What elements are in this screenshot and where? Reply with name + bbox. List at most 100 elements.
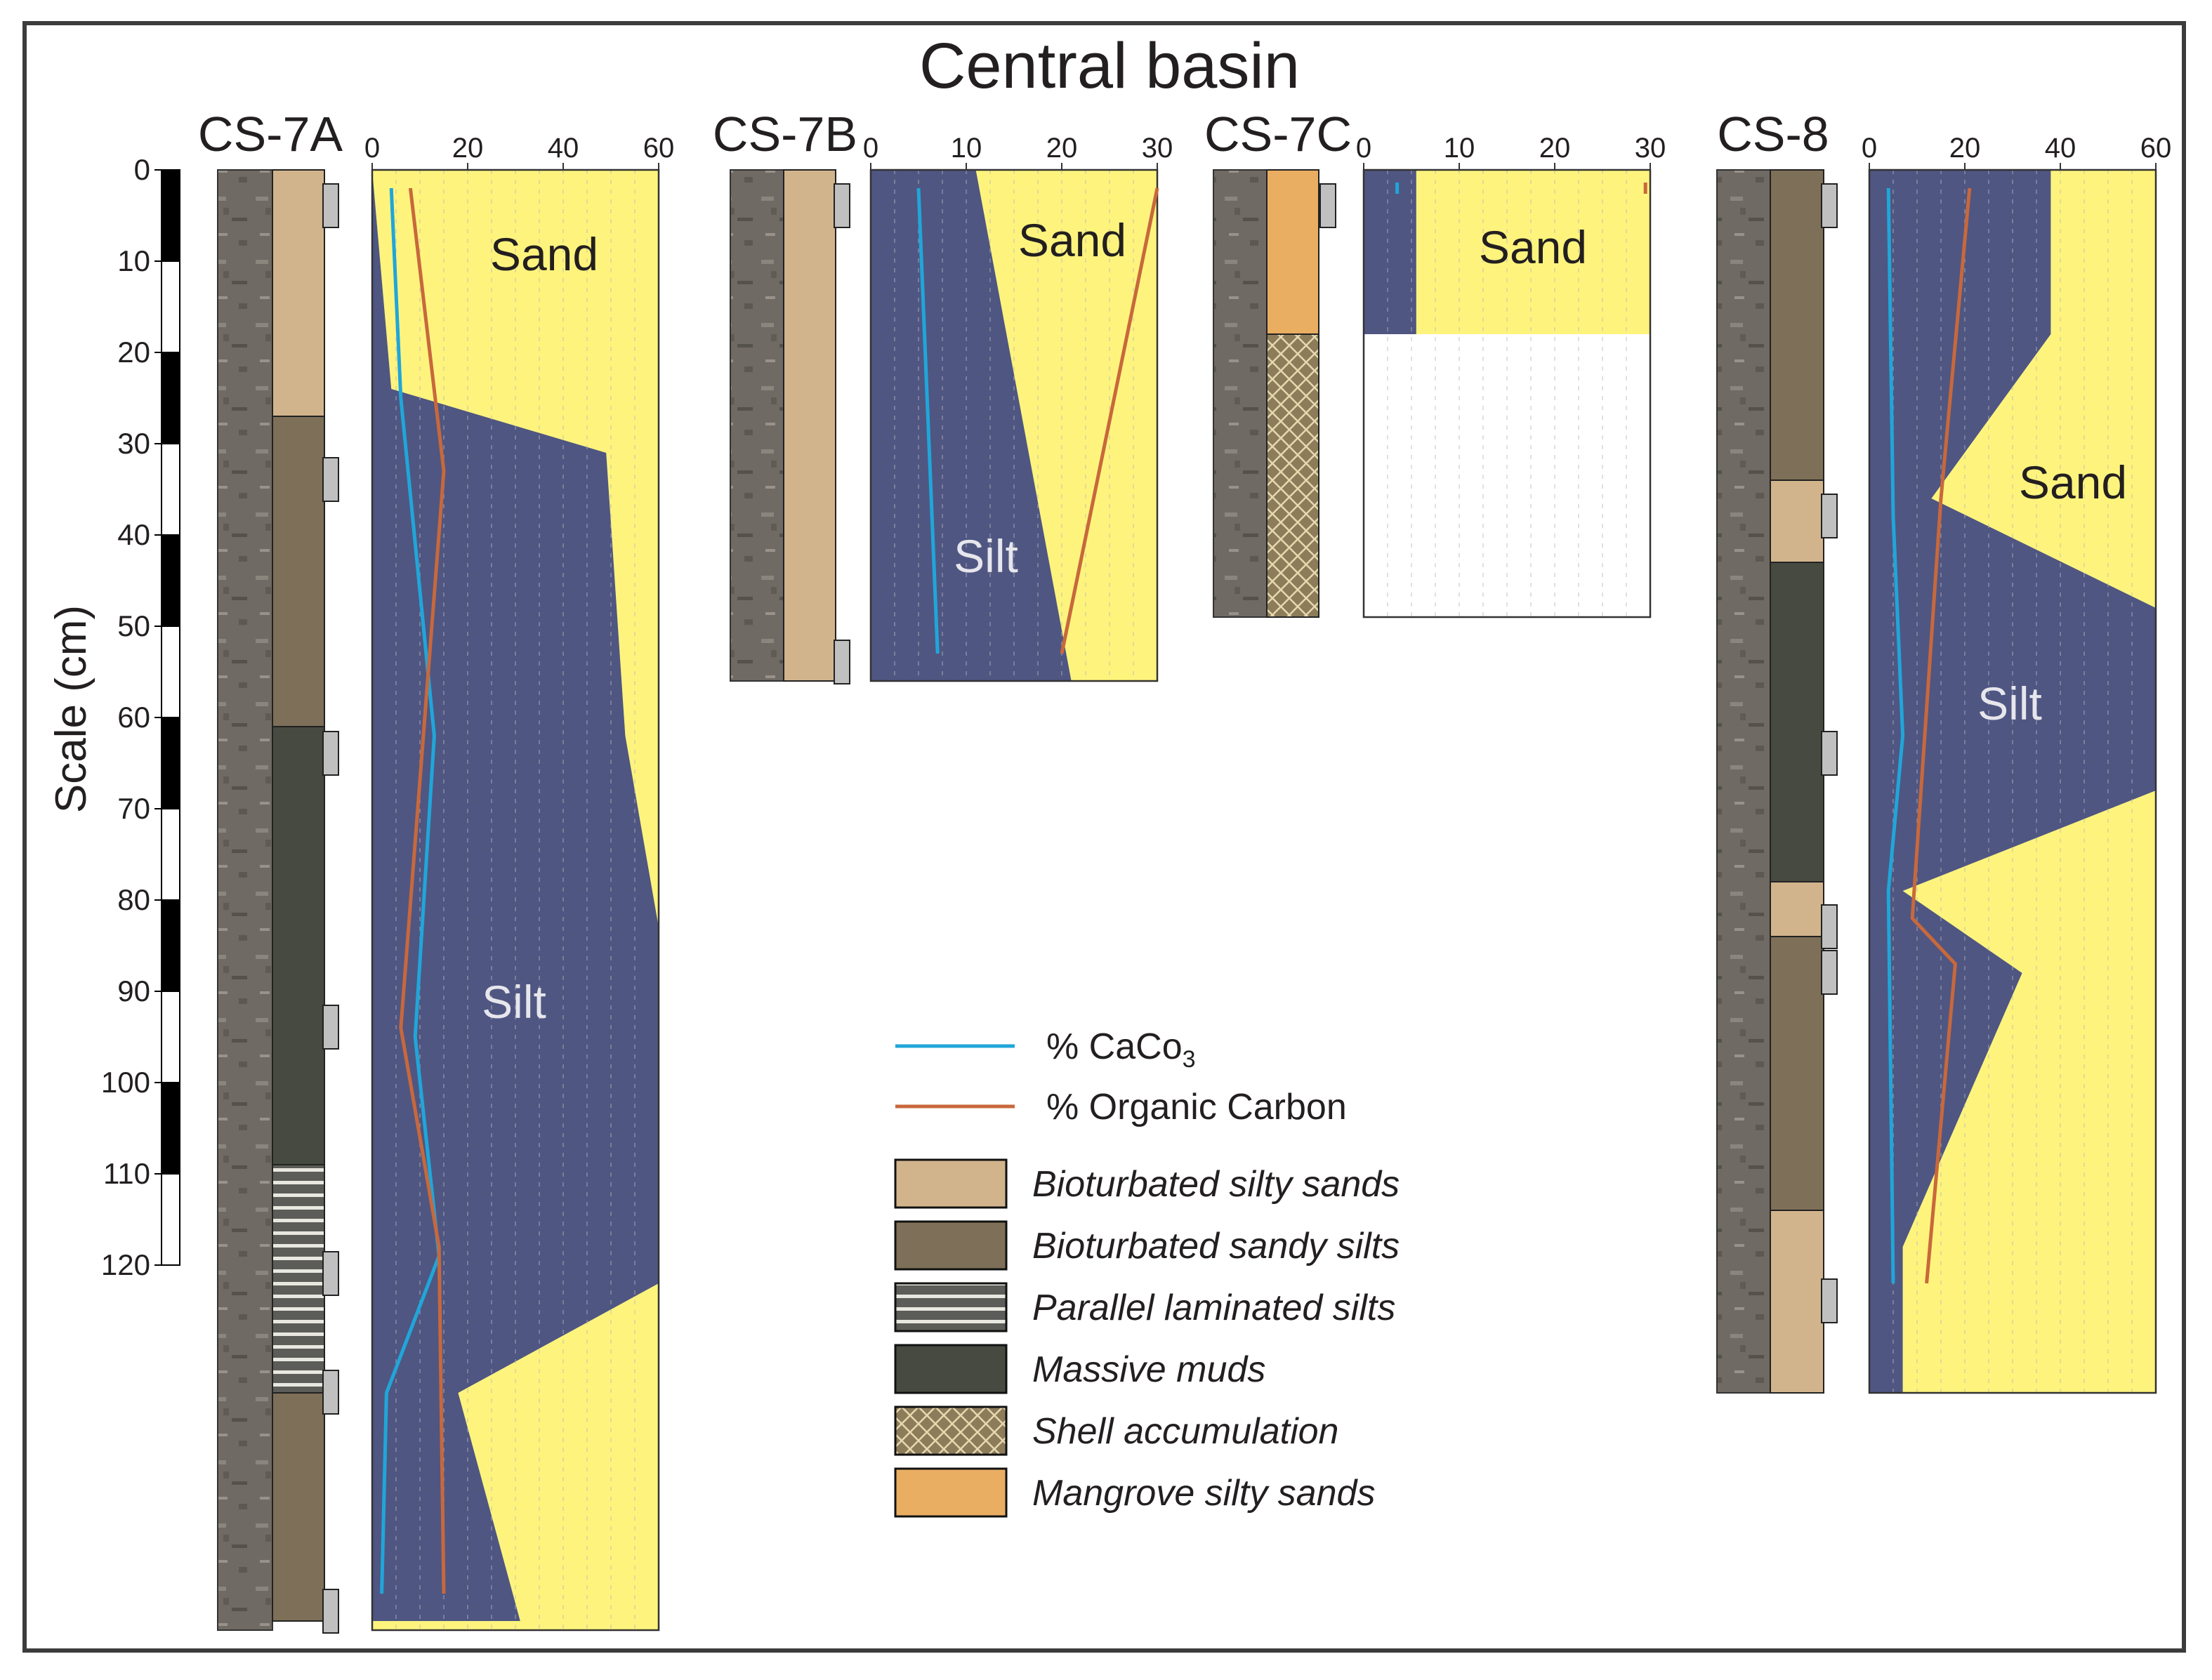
scale-bar-segment [161, 717, 180, 809]
axis-tick-label: 10 [951, 133, 982, 164]
legend-line-label: % Organic Carbon [1046, 1087, 1347, 1127]
lithology-unit-massive-muds [1770, 562, 1824, 882]
lithology-unit-bioturbated-sandy-silts [1770, 169, 1824, 481]
y-axis-title: Scale (cm) [47, 605, 96, 813]
plot-frame [1868, 168, 2157, 1394]
zone-label-silt: Silt [1977, 677, 2042, 729]
scale-tick-label: 70 [117, 792, 150, 825]
axis-tick-label: 0 [364, 133, 380, 164]
scale-tick-label: 10 [117, 244, 150, 277]
axis-tick-label: 20 [452, 133, 484, 164]
axis-tick-label: 20 [1539, 133, 1571, 164]
legend-facies-label: Bioturbated sandy silts [1032, 1226, 1400, 1266]
silt-area [871, 170, 1072, 681]
scale-bar-segment [161, 1173, 180, 1266]
legend-line-label: % CaCo3 [1046, 1026, 1196, 1073]
sample-marker [1821, 904, 1838, 949]
axis-tick-label: 10 [1444, 133, 1475, 164]
zone-label-sand: Sand [2019, 456, 2127, 508]
sample-marker [1319, 183, 1336, 228]
axis-tick-label: 40 [548, 133, 579, 164]
core-label: CS-7B [713, 107, 857, 161]
lithology-unit-bioturbated-silty-sands [1770, 479, 1824, 563]
lithology-unit-bioturbated-silty-sands [783, 169, 836, 682]
lithology-unit-bioturbated-sandy-silts [272, 416, 325, 727]
axis-tick-label: 30 [1142, 133, 1173, 164]
axis-tick-label: 30 [1635, 133, 1666, 164]
lithology-unit-bioturbated-sandy-silts [272, 1392, 325, 1622]
lithology-unit-shell-accumulation [1266, 333, 1319, 618]
axis-tick-label: 20 [1949, 133, 1981, 164]
scale-bar-segment [161, 534, 180, 627]
caco3-line [1886, 187, 1905, 1284]
plot-frame [371, 168, 660, 1632]
scale-bar-segment [161, 169, 180, 262]
scale-tick-label: 80 [117, 883, 150, 916]
silt-area [372, 170, 659, 1621]
axis-tick-label: 40 [2045, 133, 2076, 164]
legend-facies-label: Mangrove silty sands [1032, 1473, 1375, 1514]
legend-line-label-text: % CaCo [1046, 1026, 1183, 1067]
silt-area [1364, 170, 1416, 334]
axis-tick-label: 20 [1046, 133, 1078, 164]
legend-facies-label: Bioturbated silty sands [1032, 1164, 1400, 1205]
axis-tick-label: 60 [2140, 133, 2172, 164]
axis-tick-label: 0 [1862, 133, 1877, 164]
scale-tick-label: 20 [117, 336, 150, 369]
zone-label-sand: Sand [490, 228, 598, 280]
zone-label-silt: Silt [954, 530, 1018, 582]
lithology-unit-massive-muds [272, 726, 325, 1165]
scale-bar-segment [161, 1082, 180, 1175]
organic-carbon-line [1060, 187, 1159, 654]
scale-tick-label: 0 [134, 153, 150, 186]
axis-tick-label: 0 [863, 133, 878, 164]
plot-frame [1362, 168, 1652, 619]
sample-marker [322, 1005, 339, 1050]
scale-bar-segment [161, 991, 180, 1083]
legend-line-label-text: % Organic Carbon [1046, 1087, 1347, 1127]
plot-frame [869, 168, 1159, 682]
core-photo [1716, 169, 1771, 1394]
scale-bar-segment [161, 626, 180, 718]
legend-line-subscript: 3 [1183, 1046, 1196, 1073]
scale-tick-label: 50 [117, 609, 150, 642]
axis-tick-label: 0 [1356, 133, 1371, 164]
figure-title: Central basin [919, 30, 1300, 102]
sample-marker [1821, 183, 1838, 228]
legend-facies-label: Massive muds [1032, 1349, 1265, 1390]
scale-bar-segment [161, 352, 180, 444]
scale-tick-label: 60 [117, 701, 150, 734]
lithology-unit-mangrove-silty-sands [1266, 169, 1319, 335]
core-photo [1213, 169, 1268, 618]
sample-marker [834, 183, 850, 228]
zone-label-silt: Silt [482, 976, 546, 1028]
sample-marker [1821, 950, 1838, 995]
lithology-unit-bioturbated-sandy-silts [1770, 936, 1824, 1211]
sample-marker [322, 183, 339, 228]
scale-bar-segment [161, 260, 180, 353]
scale-tick-label: 40 [117, 518, 150, 551]
caco3-line [916, 187, 940, 654]
scale-tick-label: 110 [103, 1157, 150, 1190]
scale-tick-label: 30 [117, 427, 150, 460]
scale-tick-label: 90 [117, 974, 150, 1007]
scale-tick-label: 120 [101, 1248, 150, 1281]
sample-marker [322, 731, 339, 776]
lithology-unit-bioturbated-silty-sands [272, 169, 325, 417]
core-photo [217, 169, 273, 1631]
lithology-unit-bioturbated-silty-sands [1770, 1210, 1824, 1394]
sample-marker [1821, 494, 1838, 538]
organic-carbon-line [1910, 187, 1972, 1284]
legend-facies-label: Parallel laminated silts [1032, 1288, 1395, 1328]
sample-marker [1821, 731, 1838, 776]
scale-bar-segment [161, 808, 180, 901]
zone-label-sand: Sand [1018, 214, 1126, 266]
legend-facies-swatch-parallel-laminated-silts [894, 1282, 1008, 1332]
